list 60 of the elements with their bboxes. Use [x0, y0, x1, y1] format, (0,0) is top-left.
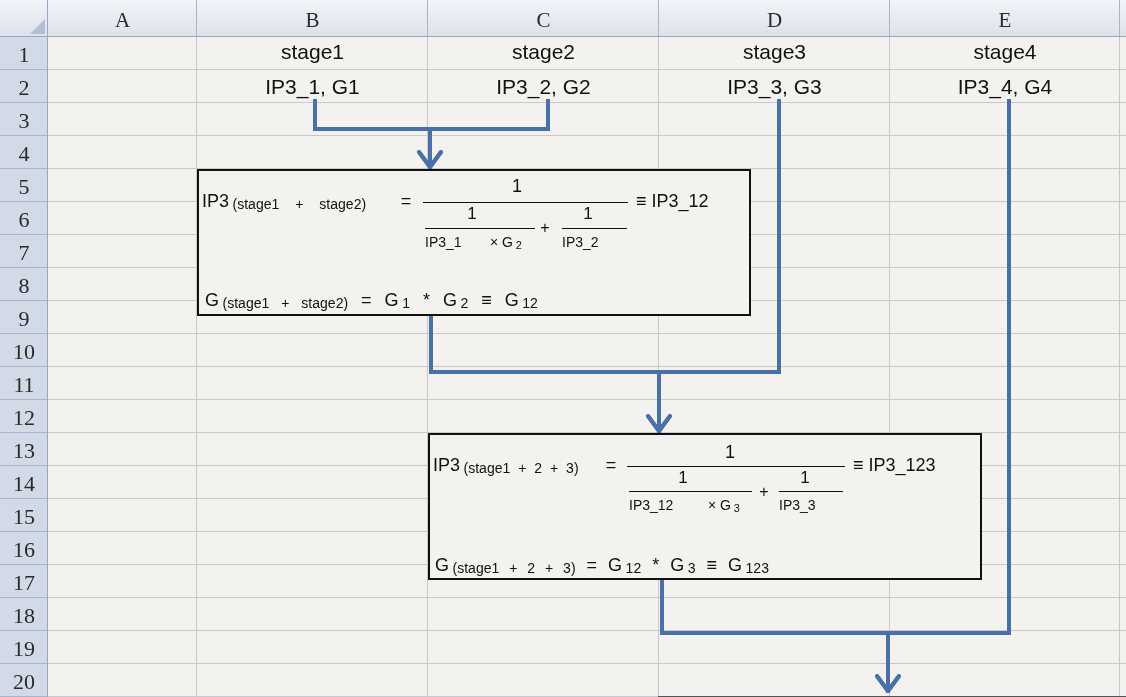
denominator: IP3_12: [629, 496, 674, 514]
numerator: 1: [725, 441, 735, 463]
stage-values: IP3_3, G3: [727, 74, 822, 99]
row-number: 19: [13, 637, 35, 660]
row-number: 3: [18, 109, 30, 132]
connector-arrow: [417, 99, 550, 169]
denominator: IP3_3: [779, 496, 816, 514]
row-number: 13: [13, 439, 35, 462]
row-number: 7: [18, 241, 30, 264]
row-number: 2: [18, 76, 30, 99]
formula-term: IP3$_{(stage1 + 2 + 3)}$: [433, 454, 579, 476]
connector-arrow: [875, 99, 1011, 693]
stage-name: stage3: [742, 40, 807, 65]
denominator: IP3_1: [425, 233, 462, 251]
numerator: 1: [800, 468, 810, 488]
row-number: 12: [13, 406, 35, 429]
row-number: 20: [13, 670, 35, 693]
denominator: × G$_{3}$: [708, 496, 740, 514]
numerator: 1: [467, 204, 477, 224]
stage-name: stage2: [511, 40, 576, 65]
formula-box: [197, 169, 751, 316]
denominator: × G$_{2}$: [490, 233, 522, 251]
numerator: 1: [678, 468, 688, 488]
row-number: 16: [13, 538, 35, 561]
row-number: 9: [18, 307, 30, 330]
row-number: 18: [13, 604, 35, 627]
formula-result: ≡ IP3_12: [636, 190, 709, 212]
row-number: 17: [13, 571, 35, 594]
row-number: 14: [13, 472, 35, 495]
row-number: 8: [18, 274, 30, 297]
stage-values: IP3_4, G4: [957, 74, 1053, 99]
row-number: 5: [18, 175, 30, 198]
column-letter: A: [114, 9, 131, 30]
formula-line: G$_{(stage1 + 2 + 3)}$ = G$_{12}$ * G$_{3}$ ≡ G$_{123}$: [435, 554, 769, 576]
formula-line: G$_{(stage1 + stage2)}$ = G$_{1}$ * G$_{2}$ ≡ G$_{12}$: [205, 289, 538, 311]
column-letter: B: [305, 9, 320, 30]
row-number: 10: [13, 340, 35, 363]
row-number: 6: [18, 208, 30, 231]
connector-arrow: [646, 99, 781, 433]
stage-values: IP3_1, G1: [265, 74, 360, 99]
formula-box: [428, 433, 982, 580]
formula-result: ≡ IP3_123: [853, 454, 936, 476]
equals-sign: =: [400, 190, 412, 212]
column-letter: D: [766, 9, 783, 30]
formula-term: IP3$_{(stage1 + stage2)}$: [202, 190, 367, 212]
equals-sign: =: [605, 454, 617, 476]
plus-sign: +: [540, 218, 550, 238]
column-letter: C: [536, 9, 551, 30]
row-number: 1: [18, 43, 30, 66]
row-number: 4: [18, 142, 30, 165]
row-number: 15: [13, 505, 35, 528]
stage-name: stage1: [280, 40, 345, 65]
stage-name: stage4: [973, 40, 1037, 65]
stage-values: IP3_2, G2: [496, 74, 591, 99]
denominator: IP3_2: [562, 233, 599, 251]
column-letter: E: [998, 9, 1012, 30]
numerator: 1: [583, 204, 593, 224]
numerator: 1: [512, 175, 522, 197]
plus-sign: +: [759, 482, 769, 502]
row-number: 11: [13, 373, 35, 396]
